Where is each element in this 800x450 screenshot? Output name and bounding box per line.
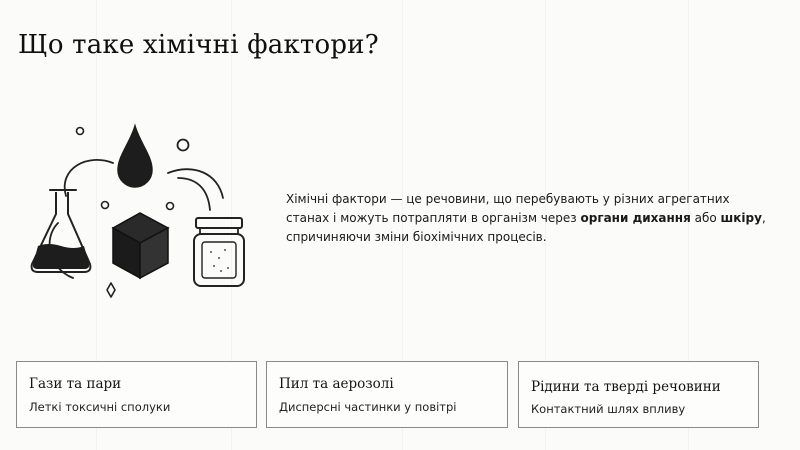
description-segment: , спричиняючи зміни біохімічних процесів…: [286, 211, 766, 244]
description-segment: або: [690, 211, 721, 225]
cube-icon: [111, 212, 170, 280]
keyword-respiratory-organs: органи дихання: [580, 211, 691, 225]
card-subtitle: Контактний шлях впливу: [531, 402, 686, 416]
card-title: Гази та пари: [29, 376, 122, 392]
droplet-icon: [117, 123, 153, 188]
card-gases-vapors: Гази та пари Леткі токсичні сполуки: [16, 361, 257, 428]
page-title: Що таке хімічні фактори?: [18, 30, 379, 60]
bubbles-icon: [75, 126, 190, 211]
description-segment: Хімічні фактори — це речовини, що перебу…: [286, 192, 730, 225]
keyword-skin: шкіру: [720, 211, 762, 225]
card-title: Пил та аерозолі: [279, 376, 394, 392]
card-dust-aerosols: Пил та аерозолі Дисперсні частинки у пов…: [266, 361, 508, 428]
chemistry-illustration: [30, 123, 245, 298]
swirl-line: [177, 177, 211, 211]
description-text: Хімічні фактори — це речовини, що перебу…: [286, 190, 776, 247]
flask-icon: [30, 189, 92, 273]
sparkle-icon: [106, 282, 116, 298]
card-subtitle: Леткі токсичні сполуки: [29, 400, 171, 414]
jar-icon: [193, 217, 245, 287]
card-liquids-solids: Рідини та тверді речовини Контактний шля…: [518, 361, 759, 428]
card-subtitle: Дисперсні частинки у повітрі: [279, 400, 457, 414]
card-title: Рідини та тверді речовини: [531, 379, 721, 395]
